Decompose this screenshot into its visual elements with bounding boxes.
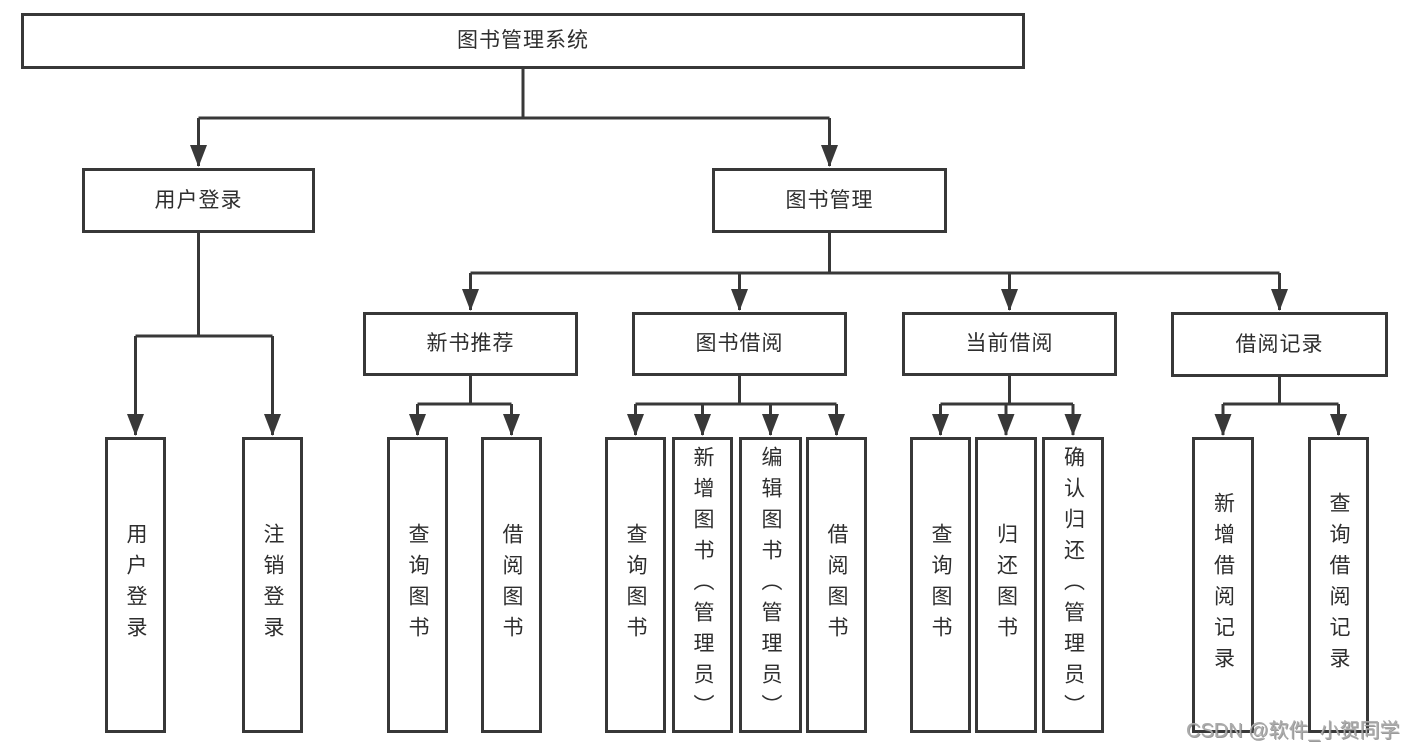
leaf-logout-login: 注销登录 bbox=[242, 437, 303, 733]
watermark: CSDN @软件_小贺同学 bbox=[1186, 720, 1400, 742]
connector-borrow-records-split bbox=[1223, 377, 1339, 406]
node-book-management: 图书管理 bbox=[712, 168, 947, 233]
node-book-borrow: 图书借阅 bbox=[632, 312, 847, 376]
node-user-login: 用户登录 bbox=[82, 168, 315, 233]
leaf-confirm-return-admin: 确认归还（管理员） bbox=[1042, 437, 1104, 733]
leaf-return-books: 归还图书 bbox=[975, 437, 1037, 733]
leaf-add-books-admin: 新增图书（管理员） bbox=[672, 437, 733, 733]
leaf-borrow-books: 借阅图书 bbox=[806, 437, 867, 733]
connector-book-borrow-split bbox=[635, 376, 837, 406]
connector-current-borrow-split bbox=[940, 376, 1073, 406]
leaf-borrow-books-recommend: 借阅图书 bbox=[481, 437, 542, 733]
node-current-borrow: 当前借阅 bbox=[902, 312, 1117, 376]
leaf-query-books-borrow: 查询图书 bbox=[605, 437, 666, 733]
leaf-query-borrow-record: 查询借阅记录 bbox=[1308, 437, 1369, 733]
node-new-book-recommend: 新书推荐 bbox=[363, 312, 578, 376]
connector-book-management-split bbox=[470, 233, 1280, 275]
node-root: 图书管理系统 bbox=[21, 13, 1025, 69]
leaf-query-books-current: 查询图书 bbox=[910, 437, 971, 733]
leaf-query-books-recommend: 查询图书 bbox=[387, 437, 448, 733]
connector-root-split bbox=[198, 69, 830, 120]
node-borrow-records: 借阅记录 bbox=[1171, 312, 1388, 377]
leaf-add-borrow-record: 新增借阅记录 bbox=[1192, 437, 1254, 733]
connector-new-book-recommend-split bbox=[417, 376, 512, 406]
leaf-user-login: 用户登录 bbox=[105, 437, 166, 733]
connector-user-login-split bbox=[135, 233, 273, 338]
leaf-edit-books-admin: 编辑图书（管理员） bbox=[739, 437, 802, 733]
